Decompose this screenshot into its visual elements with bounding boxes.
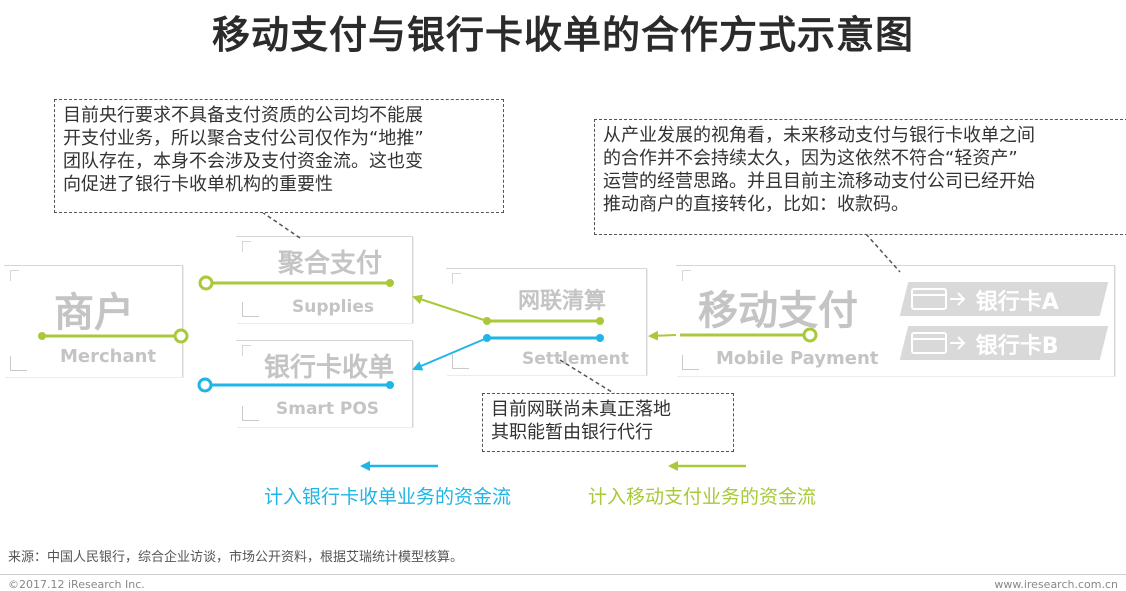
arrow-unionpay-to-acquirer	[412, 337, 488, 371]
note-right-future: 从产业发展的视角看，未来移动支付与银行卡收单之间 的合作并不会持续太久，因为这依…	[594, 119, 1126, 235]
corner-mark	[242, 302, 259, 317]
acquirer-blue-ring	[197, 377, 213, 393]
note-left-aggregator: 目前央行要求不具备支付资质的公司均不能展 开支付业务，所以聚合支付公司仅作为“地…	[54, 99, 504, 213]
source-note: 来源：中国人民银行，综合企业访谈，市场公开资料，根据艾瑞统计模型核算。	[8, 550, 464, 565]
note-pointer-left	[261, 211, 301, 239]
corner-mark	[242, 241, 251, 252]
footer-copyright: ©2017.12 iResearch Inc.	[8, 578, 145, 591]
legend-green-label: 计入移动支付业务的资金流	[588, 486, 817, 508]
merchant-green-start-dot	[38, 332, 46, 340]
legend-blue-label: 计入银行卡收单业务的资金流	[264, 486, 512, 508]
aggregator-green-ring	[198, 275, 214, 291]
corner-mark	[452, 354, 469, 369]
aggregator-label-cn: 聚合支付	[278, 249, 383, 279]
aggregator-green-dot	[386, 279, 394, 287]
bank-card-b: 银行卡B	[899, 326, 1109, 360]
mobile-payment-label-cn: 移动支付	[698, 288, 858, 334]
mobile-payment-label-en: Mobile Payment	[716, 348, 879, 369]
note-bottom-unionpay: 目前网联尚未真正落地 其职能暂由银行代行	[482, 393, 734, 452]
corner-mark	[682, 355, 699, 370]
arrow-unionpay-to-aggregator	[412, 294, 488, 322]
mobile-payment-card: 移动支付 Mobile Payment 银行卡A 银行卡B	[676, 265, 1115, 376]
card-icon	[911, 332, 966, 354]
acquirer-label-cn: 银行卡收单	[264, 353, 395, 383]
aggregator-card: 聚合支付 Supplies	[236, 236, 413, 323]
unionpay-blue-dot-right	[596, 334, 604, 342]
bank-card-a: 银行卡A	[899, 282, 1109, 316]
merchant-label-en: Merchant	[60, 346, 157, 367]
corner-mark	[242, 345, 251, 356]
note-pointer-bottom	[559, 359, 616, 395]
unionpay-green-dot-right	[596, 317, 604, 325]
footer-website: www.iresearch.com.cn	[994, 578, 1118, 591]
merchant-card: 商户 Merchant	[4, 265, 183, 377]
note-pointer-right	[865, 233, 901, 273]
merchant-green-ring	[173, 328, 189, 344]
footer-divider	[0, 574, 1126, 575]
acquirer-blue-dot	[386, 381, 394, 389]
card-icon	[911, 288, 966, 310]
corner-mark	[10, 356, 27, 371]
mobile-green-ring	[802, 327, 818, 343]
unionpay-label-cn: 网联清算	[518, 289, 607, 314]
corner-mark	[682, 270, 691, 281]
acquirer-label-en: Smart POS	[276, 399, 380, 419]
corner-mark	[10, 270, 19, 281]
corner-mark	[452, 273, 461, 284]
aggregator-label-en: Supplies	[292, 297, 374, 317]
unionpay-label-en: Settlement	[522, 349, 629, 369]
diagram-title: 移动支付与银行卡收单的合作方式示意图	[211, 13, 914, 57]
merchant-label-cn: 商户	[54, 290, 134, 336]
arrow-mobile-to-unionpay	[648, 330, 677, 341]
corner-mark	[242, 406, 259, 421]
